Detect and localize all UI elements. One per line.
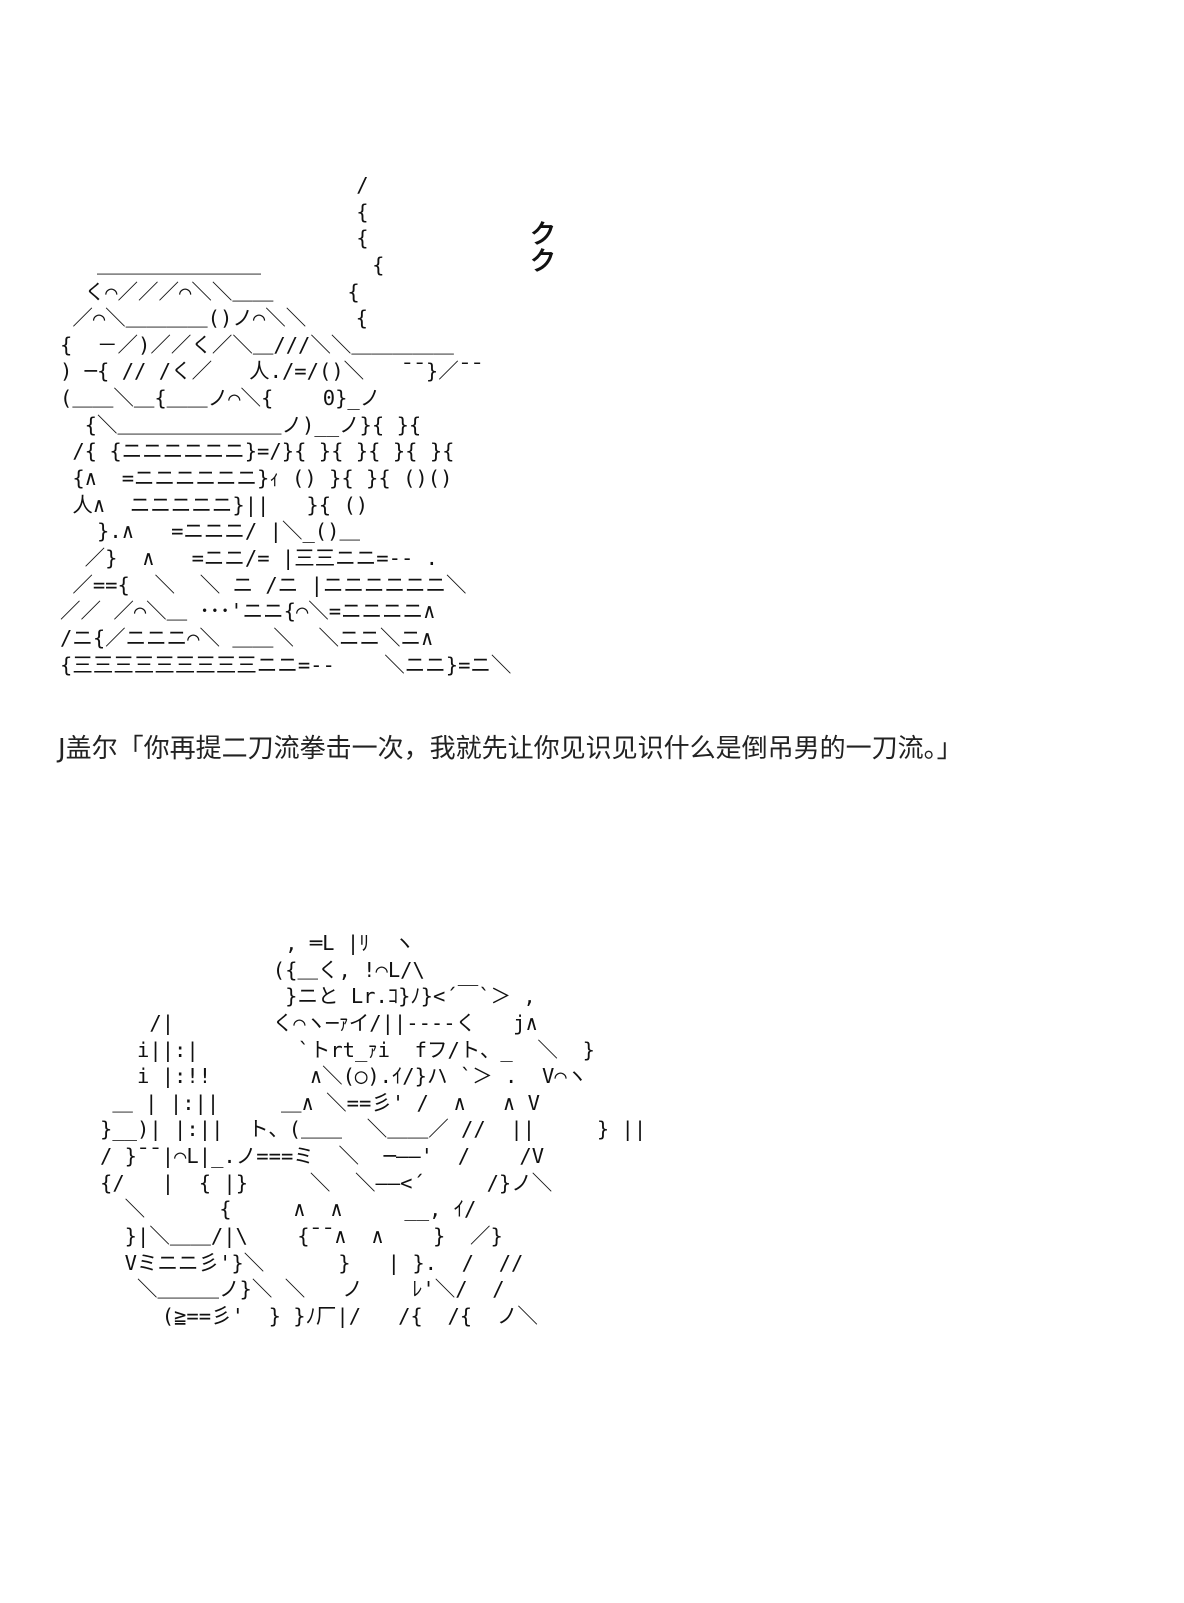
ascii-art-top: / { { ＿＿＿＿＿＿＿＿ { く⌒／／／⌒＼＼＿＿ { ／⌒＼＿＿＿＿()ノ… xyxy=(60,173,512,677)
dialogue-text: J盖尔「你再提二刀流拳击一次，我就先让你见识见识什么是倒吊男的一刀流。」 xyxy=(58,734,963,764)
sound-effect-text: ク ク xyxy=(530,220,557,278)
ascii-art-bottom: , ═L |ﾘ ヽ ({＿く, !⌒L/\ }ニと Lr.ｺ}ﾉ}<´￣`＞ ,… xyxy=(100,931,647,1328)
